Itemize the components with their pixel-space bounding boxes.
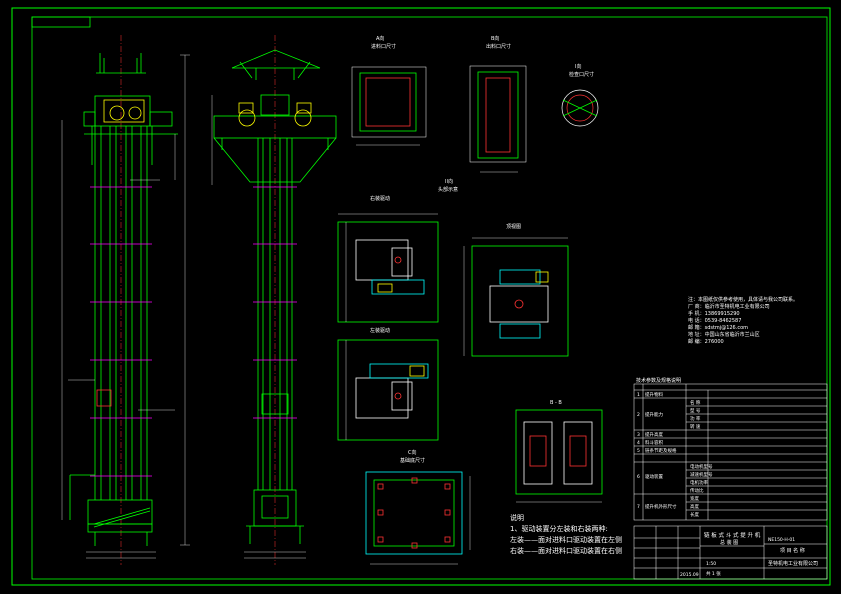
spec-row-2-no: 2 [637,412,640,418]
note-line-4: 电 话：0539-8462587 [688,318,742,324]
sheet-count: 共 1 张 [706,570,721,577]
explanation-title: 说明 [510,514,524,522]
spec-row-6-sub-4: 传动比 [690,487,704,494]
ii-view-label: II向 [445,178,453,185]
spec-row-2-sub-3: 功 率 [690,415,701,422]
spec-row-5-name: 链条节距及规格 [645,447,677,454]
spec-row-2-sub-1: 名 称 [690,399,701,406]
spec-row-6-name: 驱动装置 [645,473,663,480]
project-label: 项 目 名 称 [780,547,805,554]
i-view [561,89,599,127]
spec-row-7-name: 提升机外形尺寸 [645,503,677,510]
b-view-label: B向 [491,35,499,42]
note-line-6: 地 址：中国山东省临沂市兰山区 [688,332,760,338]
right-drive-label: 右装驱动 [370,195,390,202]
spec-row-6-sub-3: 电机功率 [690,479,708,486]
a-view-sublabel: 进料口尺寸 [371,43,396,50]
spec-row-2-sub-2: 型 号 [690,407,701,414]
right-drive-view [337,213,439,323]
spec-row-6-no: 6 [637,474,640,480]
note-line-7: 邮 编：276000 [688,339,724,345]
b-view-sublabel: 出料口尺寸 [486,43,511,50]
outer-border [11,7,831,586]
spec-row-1-no: 1 [637,392,640,398]
spec-row-7-no: 7 [637,504,640,510]
spec-row-1-name: 提升物料 [645,391,663,398]
note-line-5: 邮 箱：sdstmj@126.com [688,325,749,331]
drawing-scale: 1:50 [706,561,716,567]
title-block-text: 链 板 式 斗 式 提 升 机 总 装 图 NE150-H-01 项 目 名 称… [680,531,818,578]
drawing-subtitle: 总 装 图 [720,539,738,546]
company-name: 圣特机电工业有限公司 [768,560,818,567]
section-bb [515,409,603,503]
front-dimensions [61,54,190,559]
corner-tab [31,16,91,28]
a-view [351,66,427,146]
explanation-item-1: 1、驱动装置分左装和右装两种: [510,525,608,533]
side-elevation [213,35,337,565]
spec-row-6-sub-1: 电动机型号 [690,463,713,470]
left-drive-label: 左装驱动 [370,327,390,334]
front-elevation [69,35,178,565]
note-line-1: 注：本图纸仅供参考使用，具体请与我公司联系。 [688,297,799,303]
spec-row-2-sub-4: 转 速 [690,423,701,430]
b-view [469,65,527,173]
left-drive-view [337,339,439,441]
spec-row-6-sub-2: 减速机型号 [690,471,713,478]
a-view-label: A向 [376,35,384,42]
spec-table-title: 技术参数及规格说明 [636,377,681,384]
inner-border [31,16,828,580]
spec-row-2-name: 提升能力 [645,411,663,418]
c-view-sublabel: 基础底尺寸 [400,457,425,464]
explanation-item-2: 左装——面对进料口驱动装置在左侧 [510,536,622,544]
drawing-number: NE150-H-01 [768,537,795,543]
title-block-grid [633,525,828,580]
i-view-label: I向 [575,63,581,70]
spec-row-7-sub-2: 高度 [690,503,699,510]
spec-row-7-sub-3: 长度 [690,511,699,518]
spec-table-grid [633,383,828,521]
spec-row-3-name: 提升高度 [645,431,663,438]
spec-row-5-no: 5 [637,448,640,454]
top-view [463,237,569,357]
explanation: 说明 1、驱动装置分左装和右装两种: 左装——面对进料口驱动装置在左侧 右装——… [510,513,622,557]
side-dimensions [211,95,306,559]
drawing-date: 2015.09 [680,572,699,578]
company-notes: 注：本图纸仅供参考使用，具体请与我公司联系。 厂 商：临沂市圣特机电工业有限公司… [688,297,798,346]
c-view [365,471,471,565]
drawing-title: 链 板 式 斗 式 提 升 机 [704,531,761,539]
spec-row-7-sub-1: 宽度 [690,495,699,502]
explanation-item-3: 右装——面对进料口驱动装置在右侧 [510,547,622,555]
note-line-3: 手 机：13869915290 [688,311,740,317]
spec-table-cells: 1 提升物料 2 提升能力 名 称 型 号 功 率 转 速 3 提升高度 4 料… [637,391,713,518]
top-view-label: 顶视图 [506,223,521,230]
c-view-label: C向 [408,449,417,456]
spec-row-4-no: 4 [637,440,640,446]
spec-row-4-name: 料斗容积 [645,439,663,446]
note-line-2: 厂 商：临沂市圣特机电工业有限公司 [688,304,770,310]
section-bb-label: B - B [550,400,562,406]
spec-row-3-no: 3 [637,432,640,438]
ii-view-sublabel: 头部示意 [438,186,458,193]
i-view-sublabel: 检查口尺寸 [569,71,594,78]
